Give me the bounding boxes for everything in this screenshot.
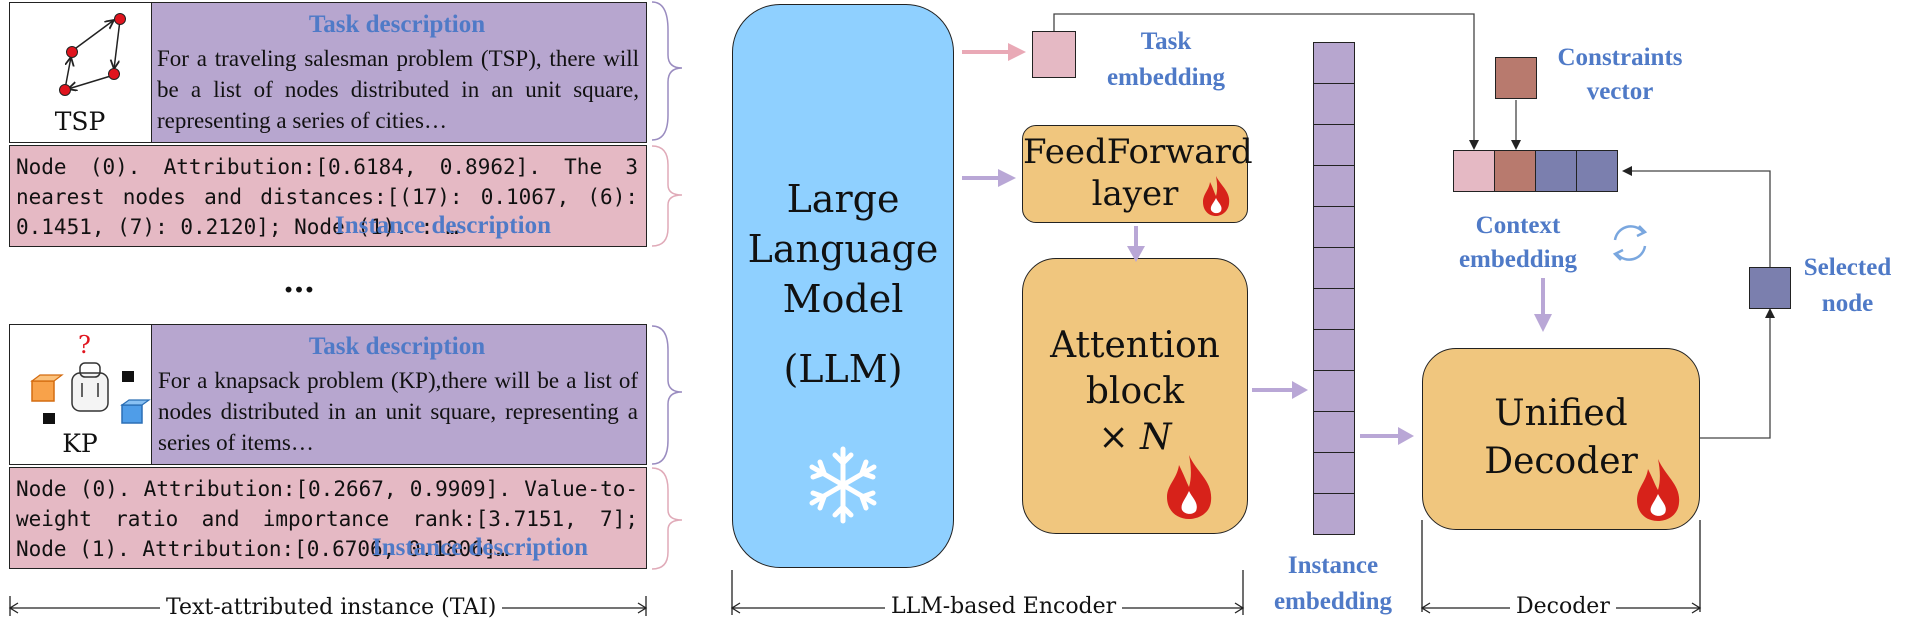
tsp-icon-panel: TSP xyxy=(9,2,152,143)
instance-embedding-cell xyxy=(1313,288,1355,330)
refresh-icon xyxy=(1612,225,1648,261)
task-embedding-label-1: Task xyxy=(1140,28,1192,55)
encoder-label: LLM-based Encoder xyxy=(885,594,1123,619)
attention-line-2: block xyxy=(1085,371,1185,412)
instance-embedding-cell xyxy=(1313,124,1355,166)
kp-task-description: Task description For a knapsack problem … xyxy=(151,324,647,465)
feedforward-line-1: FeedForward xyxy=(1023,132,1253,172)
attention-line-1: Attention xyxy=(1050,325,1220,366)
llm-block: Large Language Model (LLM) xyxy=(732,4,954,568)
decoder-label: Decoder xyxy=(1510,594,1616,619)
instance-embedding-column xyxy=(1313,42,1355,535)
kp-label: KP xyxy=(62,429,98,458)
instance-embedding-cell xyxy=(1313,493,1355,535)
left-braces xyxy=(651,1,683,570)
constraints-vector-cell xyxy=(1495,57,1537,99)
feedforward-line-2: layer xyxy=(1091,174,1179,214)
llm-line-1: Large xyxy=(786,177,900,221)
instance-embedding-label-1: Instance xyxy=(1287,552,1379,579)
tsp-instance-description: Node (0). Attribution:[0.6184, 0.8962]. … xyxy=(9,145,647,247)
kp-instance-text: Node (0). Attribution:[0.2667, 0.9909]. … xyxy=(16,477,638,561)
instance-embedding-cell xyxy=(1313,452,1355,494)
feedforward-block: FeedForward layer xyxy=(1022,125,1253,223)
kp-instance-description: Node (0). Attribution:[0.2667, 0.9909]. … xyxy=(9,467,647,569)
instance-embedding-cell xyxy=(1313,165,1355,207)
tsp-instance-text: Node (0). Attribution:[0.6184, 0.8962]. … xyxy=(16,155,638,239)
instance-embedding-label-2: embedding xyxy=(1273,588,1393,615)
tsp-instance-title: Instance description xyxy=(335,212,551,239)
context-label-1: Context xyxy=(1475,212,1561,239)
context-constraint-cell xyxy=(1494,150,1536,192)
instance-embedding-cell xyxy=(1313,329,1355,371)
selected-node-label-1: Selected xyxy=(1803,254,1892,281)
llm-line-3: Model xyxy=(782,277,904,321)
tai-label: Text-attributed instance (TAI) xyxy=(160,595,503,620)
kp-items-icon xyxy=(30,362,151,424)
task-embedding-label-2: embedding xyxy=(1106,64,1226,91)
ellipsis: … xyxy=(283,262,315,300)
instance-embedding-cell xyxy=(1313,411,1355,453)
selected-node-label-2: node xyxy=(1821,290,1874,317)
tsp-graph-icon xyxy=(59,13,126,96)
kp-task-title: Task description xyxy=(308,333,486,360)
snowflake-icon xyxy=(809,446,877,524)
tsp-task-text: For a traveling salesman problem (TSP), … xyxy=(157,46,639,133)
context-task-cell xyxy=(1453,150,1495,192)
kp-instance-title: Instance description xyxy=(372,534,588,561)
kp-task-text: For a knapsack problem (KP),there will b… xyxy=(158,368,638,455)
llm-line-2: Language xyxy=(747,227,939,271)
llm-line-4: (LLM) xyxy=(783,347,903,391)
kp-question-mark: ? xyxy=(78,331,91,359)
instance-embedding-cell xyxy=(1313,247,1355,289)
constraints-label-1: Constraints xyxy=(1557,44,1683,71)
context-label-2: embedding xyxy=(1458,246,1578,273)
context-node-cell xyxy=(1535,150,1577,192)
unified-decoder-block: Unified Decoder xyxy=(1422,348,1700,530)
decoder-line-1: Unified xyxy=(1494,393,1628,434)
task-embedding-cell xyxy=(1032,31,1076,78)
tsp-task-title: Task description xyxy=(308,11,486,38)
instance-embedding-cell xyxy=(1313,206,1355,248)
kp-icon-panel: ? KP xyxy=(9,324,152,465)
instance-embedding-cell xyxy=(1313,83,1355,125)
instance-embedding-cell xyxy=(1313,42,1355,84)
context-embedding-vector xyxy=(1453,150,1621,192)
tsp-task-description: Task description For a traveling salesma… xyxy=(151,2,647,143)
attention-block: Attention block × N xyxy=(1022,258,1248,534)
flame-icon xyxy=(1167,455,1212,519)
constraints-label-2: vector xyxy=(1586,78,1654,105)
context-node-cell xyxy=(1576,150,1618,192)
tsp-label: TSP xyxy=(54,107,106,136)
decoder-line-2: Decoder xyxy=(1484,441,1638,482)
flame-icon xyxy=(1203,176,1230,216)
instance-embedding-cell xyxy=(1313,370,1355,412)
flame-icon xyxy=(1637,459,1680,521)
selected-node-cell xyxy=(1749,267,1791,309)
attention-line-3: × N xyxy=(1098,417,1172,458)
